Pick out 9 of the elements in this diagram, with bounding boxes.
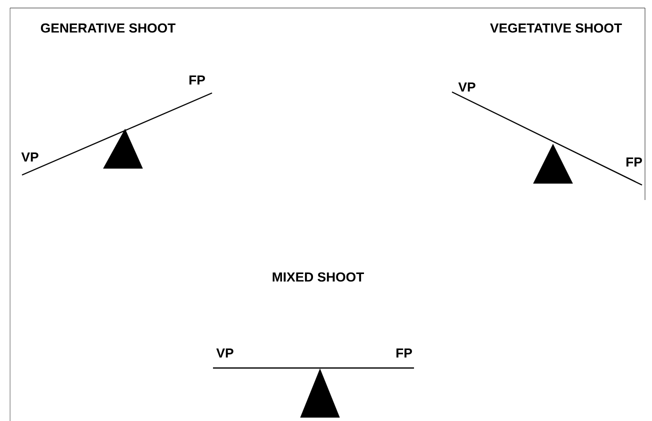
end-label: FP: [189, 75, 205, 85]
end-label: VP: [216, 348, 234, 358]
heading: VEGETATIVE SHOOT: [490, 23, 622, 33]
end-label: FP: [626, 157, 642, 167]
heading: MIXED SHOOT: [272, 272, 364, 282]
end-label: VP: [458, 82, 476, 92]
heading: GENERATIVE SHOOT: [40, 23, 176, 33]
end-label: VP: [21, 152, 38, 162]
end-label: FP: [396, 348, 412, 358]
